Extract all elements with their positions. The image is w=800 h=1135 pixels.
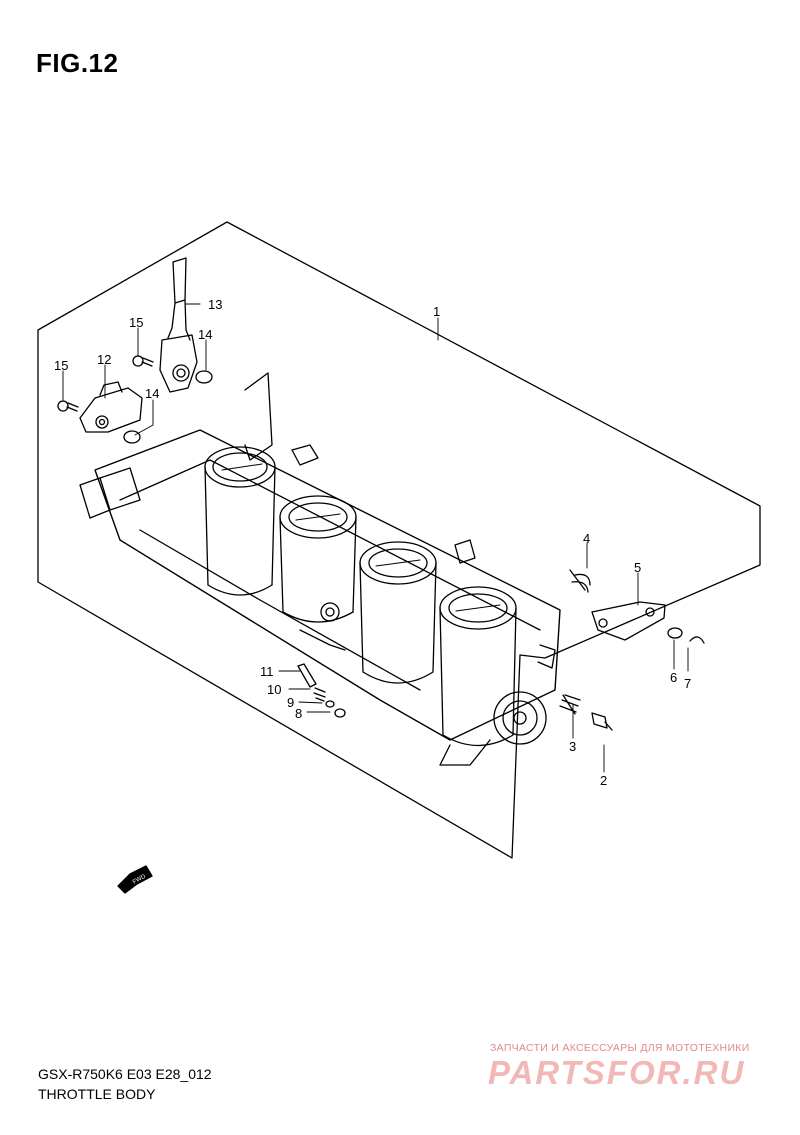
callout-8: 8	[295, 706, 302, 721]
clip-7	[689, 636, 705, 644]
callout-11: 11	[260, 664, 274, 679]
callout-15-lower: 15	[54, 358, 68, 373]
callout-7: 7	[684, 676, 691, 691]
callout-12: 12	[97, 352, 111, 367]
o-ring-8	[334, 708, 346, 718]
callout-10: 10	[267, 682, 281, 697]
watermark-logo: PARTSFOR.RU	[488, 1054, 746, 1091]
callout-labels: 1 2 3 4 5 6 7 8 9 10 11 12 13 14 14 15 1…	[54, 297, 691, 886]
sensor-screw-upper	[132, 355, 154, 367]
callout-9: 9	[287, 695, 294, 710]
screw-11	[297, 663, 317, 688]
callout-6: 6	[670, 670, 677, 685]
watermark-tagline: ЗАПЧАСТИ И АКСЕССУАРЫ ДЛЯ МОТОТЕХНИКИ	[490, 1042, 750, 1054]
callout-4: 4	[583, 531, 590, 546]
leader-lines	[62, 303, 689, 773]
figure-title: FIG.12	[36, 48, 119, 78]
spring-4	[569, 569, 591, 593]
throttle-position-sensor	[159, 257, 198, 393]
callout-2: 2	[600, 773, 607, 788]
washer-9	[325, 700, 335, 708]
sensor-screw-lower	[57, 400, 79, 412]
o-ring-lower	[123, 430, 141, 444]
link-lever-5	[591, 601, 666, 641]
callout-13: 13	[208, 297, 222, 312]
assembly-boundary	[37, 221, 761, 859]
pressure-sensor	[79, 381, 143, 433]
callout-5: 5	[634, 560, 641, 575]
o-ring-upper	[195, 370, 213, 384]
spring-3	[559, 694, 581, 715]
adjusting-screw-2	[591, 712, 613, 731]
callout-14-lower: 14	[145, 386, 159, 401]
throttle-body-assembly	[79, 372, 561, 766]
spring-10	[313, 687, 326, 702]
callout-3: 3	[569, 739, 576, 754]
washer-6	[667, 627, 683, 639]
fwd-arrow-icon	[117, 865, 153, 894]
section-name: THROTTLE BODY	[38, 1086, 156, 1102]
model-code: GSX-R750K6 E03 E28_012	[38, 1066, 212, 1082]
callout-15-upper: 15	[129, 315, 143, 330]
callout-14-upper: 14	[198, 327, 212, 342]
callout-1: 1	[433, 304, 440, 319]
